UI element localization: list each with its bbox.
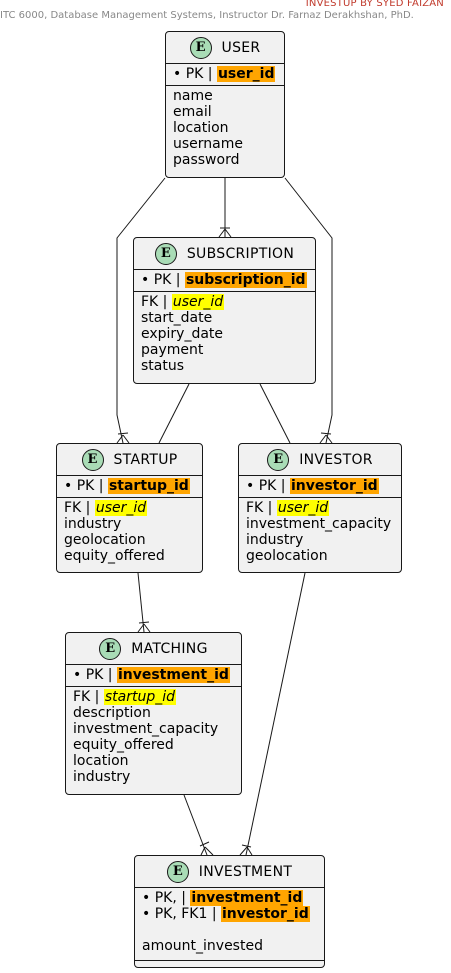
entity-investor[interactable]: E INVESTOR • PK | investor_id FK | user_…	[238, 443, 402, 573]
primary-key-row: • PK | investment_id	[73, 667, 230, 683]
attribute: password	[173, 152, 240, 168]
entity-icon: E	[189, 36, 212, 59]
attribute: location	[73, 753, 129, 769]
crowsfoot-investor-investment	[239, 844, 253, 856]
primary-key: investor_id	[221, 906, 310, 922]
attribute: industry	[64, 516, 122, 532]
attribute: investment_capacity	[73, 721, 219, 737]
entity-name: USER	[221, 39, 261, 56]
attribute: start_date	[141, 310, 213, 326]
foreign-key-row: FK | user_id	[141, 294, 225, 310]
attribute: description	[73, 705, 151, 721]
entity-matching[interactable]: E MATCHING • PK | investment_id FK | sta…	[65, 632, 242, 795]
attribute: equity_offered	[73, 737, 174, 753]
primary-key: startup_id	[107, 478, 190, 494]
entity-subscription[interactable]: E SUBSCRIPTION • PK | subscription_id FK…	[133, 237, 316, 384]
primary-key-row: • PK | startup_id	[64, 478, 190, 494]
primary-key-row: • PK | investor_id	[246, 478, 379, 494]
link-matching-investment	[183, 794, 208, 856]
entity-icon: E	[166, 860, 189, 883]
attribute: industry	[73, 769, 131, 785]
entity-icon: E	[267, 448, 290, 471]
attribute: payment	[141, 342, 204, 358]
crowsfoot-user-startup	[116, 432, 130, 444]
attribute: status	[141, 358, 185, 374]
crowsfoot-startup-matching	[137, 621, 151, 633]
primary-key-row: • PK | subscription_id	[141, 272, 307, 288]
attribute: email	[173, 104, 212, 120]
link-user-startup	[116, 177, 166, 444]
entity-name: MATCHING	[131, 640, 208, 657]
crowsfoot-user-investor	[319, 432, 333, 444]
foreign-key-row: FK | user_id	[246, 500, 330, 516]
entity-name: INVESTOR	[299, 451, 373, 468]
attribute: investment_capacity	[246, 516, 392, 532]
attribute: geolocation	[64, 532, 146, 548]
primary-key: investment_id	[116, 667, 230, 683]
attribute: location	[173, 120, 229, 136]
primary-key-row: • PK, | investment_id	[142, 890, 304, 906]
attribute: expiry_date	[141, 326, 224, 342]
link-investor-investment	[245, 572, 306, 856]
primary-key: user_id	[216, 66, 276, 82]
link-user-investor	[284, 177, 333, 444]
entity-name: INVESTMENT	[198, 863, 293, 880]
primary-key-row: • PK | user_id	[173, 66, 276, 82]
entity-name: STARTUP	[113, 451, 178, 468]
foreign-key-row: FK | user_id	[64, 500, 148, 516]
entity-investment[interactable]: E INVESTMENT • PK, | investment_id • PK,…	[134, 855, 325, 968]
entity-name: SUBSCRIPTION	[186, 245, 295, 262]
attribute: geolocation	[246, 548, 328, 564]
crowsfoot-matching-investment	[199, 841, 214, 856]
attribute: equity_offered	[64, 548, 165, 564]
foreign-key: user_id	[171, 294, 225, 310]
entity-icon: E	[81, 448, 104, 471]
entity-startup[interactable]: E STARTUP • PK | startup_id FK | user_id…	[56, 443, 203, 573]
link-subscription-startup	[158, 383, 190, 444]
diagram-subtitle: ITC 6000, Database Management Systems, I…	[0, 10, 414, 21]
primary-key: subscription_id	[184, 272, 307, 288]
diagram-title: INVESTUP BY SYED FAIZAN	[305, 0, 444, 9]
spacer	[142, 922, 324, 938]
attribute: industry	[246, 532, 304, 548]
entity-icon: E	[154, 242, 177, 265]
link-subscription-investor	[259, 383, 291, 444]
attribute: name	[173, 88, 213, 104]
foreign-key: user_id	[276, 500, 330, 516]
foreign-key-row: FK | startup_id	[73, 689, 177, 705]
attribute: amount_invested	[142, 938, 263, 954]
attribute: username	[173, 136, 243, 152]
foreign-key: startup_id	[103, 689, 177, 705]
primary-key: investment_id	[190, 890, 304, 906]
primary-key: investor_id	[289, 478, 379, 494]
foreign-key: user_id	[94, 500, 148, 516]
primary-foreign-key-row: • PK, FK1 | investor_id	[142, 906, 310, 922]
crowsfoot-user-subscription	[218, 227, 232, 238]
entity-user[interactable]: E USER • PK | user_id name email locatio…	[165, 31, 285, 178]
entity-icon: E	[99, 637, 122, 660]
